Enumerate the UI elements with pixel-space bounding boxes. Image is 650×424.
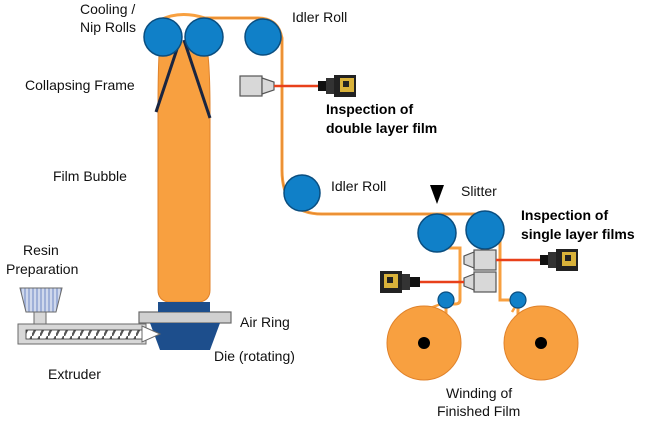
screw-icon (25, 329, 143, 340)
idler-roll-top (244, 18, 282, 56)
cooling-nip-roll-left (143, 17, 183, 57)
air-ring (138, 311, 232, 324)
die-rotating (150, 302, 220, 350)
film-web-path (159, 13, 520, 320)
collapsing-frame (154, 39, 212, 119)
label-inspection-double-2: double layer film (326, 120, 437, 136)
label-inspection-single-1: Inspection of (521, 207, 608, 223)
hopper-icon (19, 287, 63, 325)
cooling-nip-roll-right (184, 17, 224, 57)
label-air-ring: Air Ring (240, 314, 290, 330)
light-source-icon (463, 249, 497, 271)
label-die: Die (rotating) (214, 348, 295, 364)
small-guide-roll-right (509, 291, 527, 309)
inspection-double-layer (239, 75, 356, 97)
idler-roll-mid (283, 174, 321, 212)
label-extruder: Extruder (48, 366, 101, 382)
label-winding-2: Finished Film (437, 403, 520, 419)
label-cooling-nip-2: Nip Rolls (80, 19, 136, 35)
camera-icon (380, 271, 420, 293)
winding-roll-left (386, 305, 462, 381)
inspection-single-layer-right (463, 249, 578, 271)
slitter-roll-left (417, 213, 457, 253)
small-guide-roll-left (437, 291, 455, 309)
label-idler-roll-top: Idler Roll (292, 9, 347, 25)
inspection-single-layer-left (380, 271, 497, 293)
label-film-bubble: Film Bubble (53, 168, 127, 184)
label-resin-2: Preparation (6, 261, 78, 277)
light-source-icon (463, 271, 497, 293)
extruder-barrel (17, 323, 162, 345)
light-source-icon (239, 75, 275, 97)
camera-icon (540, 249, 578, 271)
slitter-blade-icon (430, 185, 444, 204)
slitter-roll-right (465, 210, 505, 250)
label-inspection-single-2: single layer films (521, 226, 635, 242)
camera-icon (318, 75, 356, 97)
winding-roll-right (503, 305, 579, 381)
label-slitter: Slitter (461, 183, 497, 199)
label-winding-1: Winding of (446, 385, 512, 401)
label-inspection-double-1: Inspection of (326, 101, 413, 117)
label-cooling-nip-1: Cooling / (80, 1, 135, 17)
label-resin-1: Resin (23, 242, 59, 258)
label-collapsing-frame: Collapsing Frame (25, 77, 135, 93)
label-idler-roll-mid: Idler Roll (331, 178, 386, 194)
